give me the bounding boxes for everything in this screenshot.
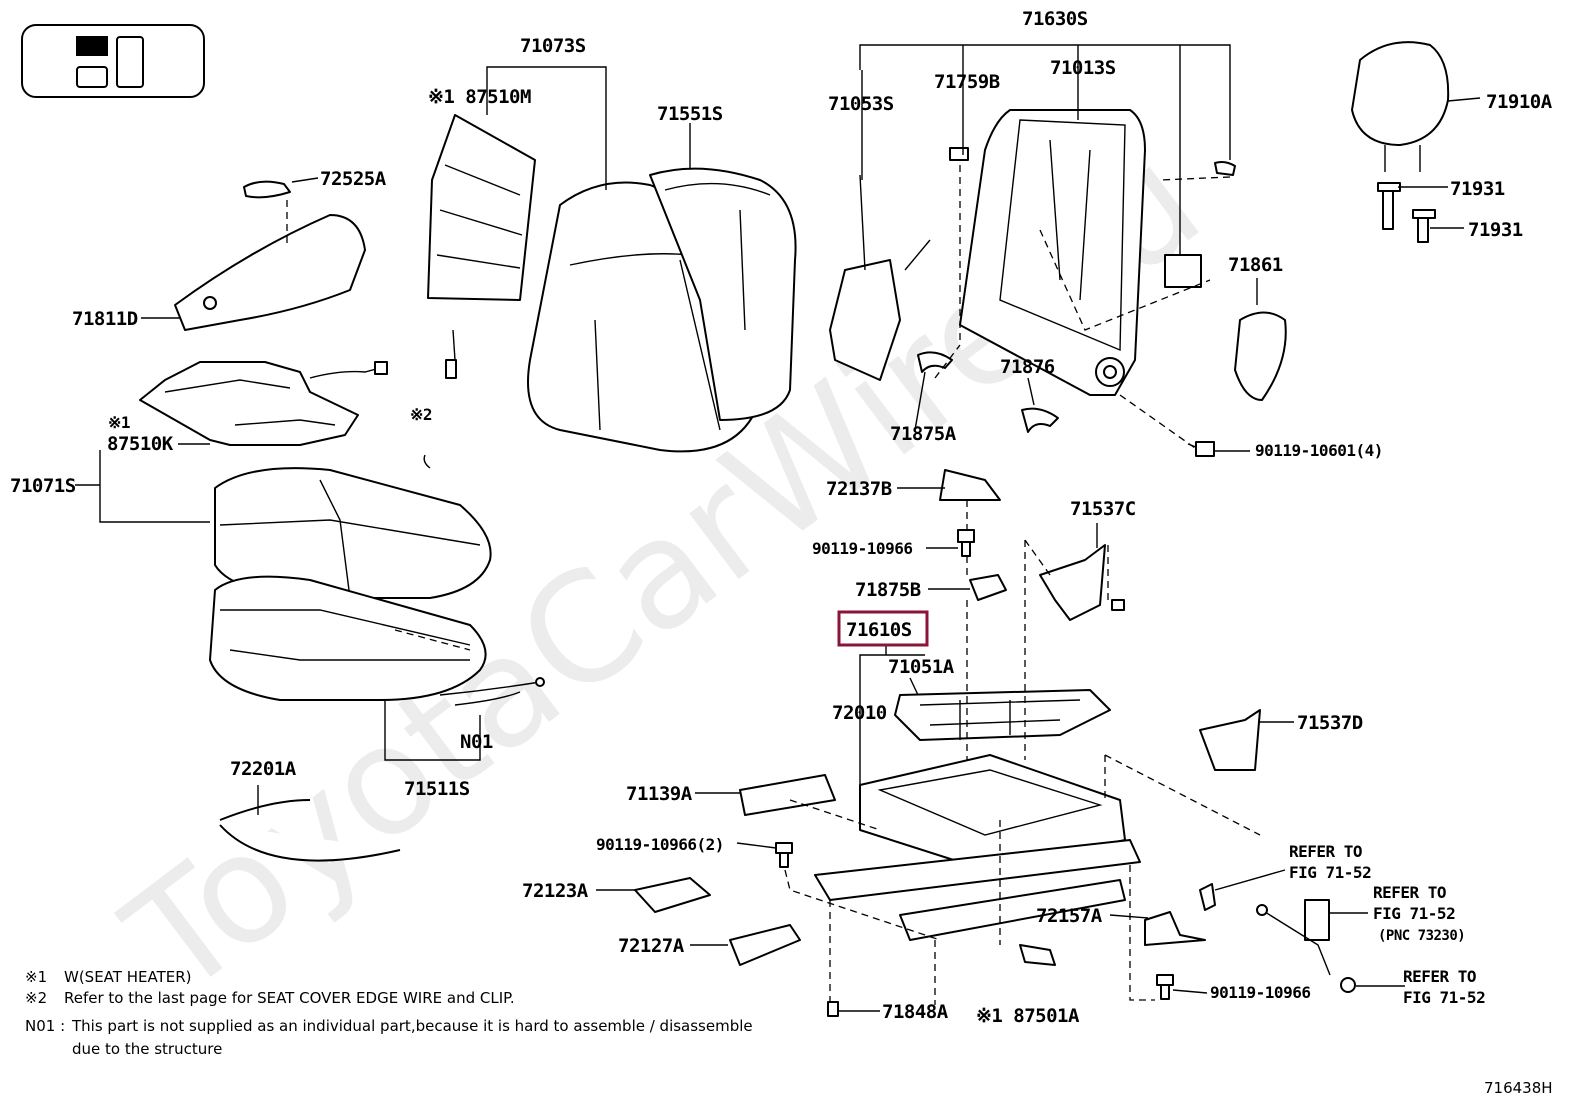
- cover-72137b-part[interactable]: [939, 469, 1001, 501]
- cover-72123a-part[interactable]: [634, 877, 711, 913]
- cover-72157a-part[interactable]: [1144, 911, 1206, 946]
- nut-part[interactable]: [1340, 977, 1356, 993]
- label-71537d[interactable]: 71537D: [1297, 712, 1363, 734]
- label-72525a[interactable]: 72525A: [320, 168, 387, 190]
- spring-71051a-part[interactable]: [894, 689, 1111, 741]
- label-87510k-mark: ※1: [108, 413, 130, 432]
- label-71910a[interactable]: 71910A: [1486, 91, 1553, 113]
- refer-3-line1[interactable]: REFER TO: [1403, 967, 1477, 986]
- label-72123a[interactable]: 72123A: [522, 880, 589, 902]
- bolt-90119-10601-part[interactable]: [1187, 441, 1215, 457]
- assembly-guide-lines: [286, 165, 1261, 1005]
- headrest-support-71931-lower-part[interactable]: [1412, 209, 1436, 243]
- wire-n01-part[interactable]: [439, 677, 545, 706]
- note2-text: Refer to the last page for SEAT COVER ED…: [64, 989, 515, 1007]
- clip-71630s-part[interactable]: [1214, 161, 1236, 176]
- edge-wire-72201a-part[interactable]: [219, 799, 401, 862]
- label-71511s[interactable]: 71511S: [404, 778, 470, 800]
- label-87510k[interactable]: 87510K: [107, 433, 174, 455]
- note1-text: W(SEAT HEATER): [64, 968, 191, 986]
- label-71876[interactable]: 71876: [1000, 356, 1055, 378]
- seat-position-icon: [21, 24, 205, 98]
- label-71848a[interactable]: 71848A: [882, 1001, 949, 1023]
- label-71630s[interactable]: 71630S: [1022, 8, 1088, 30]
- cover-71139a-part[interactable]: [739, 774, 836, 816]
- label-note2-mark: ※2: [410, 405, 432, 424]
- sensor-87501a-part[interactable]: [1019, 944, 1056, 966]
- connector-71630s-part[interactable]: [1164, 254, 1202, 288]
- label-71861[interactable]: 71861: [1228, 254, 1283, 276]
- label-72201a[interactable]: 72201A: [230, 758, 297, 780]
- side-cover-72525a-part[interactable]: [243, 180, 291, 199]
- label-87510m[interactable]: ※1 87510M: [428, 86, 531, 108]
- belt-anchor-part[interactable]: [1199, 883, 1216, 911]
- leader-lines: [75, 44, 1481, 1012]
- refer-2-line2[interactable]: FIG 71-52: [1373, 904, 1456, 923]
- cover-72127a-part[interactable]: [729, 924, 801, 966]
- label-90119-10601[interactable]: 90119-10601(4): [1255, 441, 1383, 460]
- label-90119-10966-upper[interactable]: 90119-10966: [812, 539, 913, 558]
- seatback-pad-71551s-part[interactable]: [649, 167, 797, 421]
- refer-3-line2[interactable]: FIG 71-52: [1403, 988, 1486, 1007]
- label-71931-lower[interactable]: 71931: [1468, 219, 1523, 241]
- refer-1-line1[interactable]: REFER TO: [1289, 842, 1363, 861]
- side-cover-71811d-part[interactable]: [174, 214, 366, 331]
- headrest-support-71931-upper-part[interactable]: [1377, 182, 1401, 230]
- buckle-part[interactable]: [1256, 899, 1331, 976]
- label-71875b[interactable]: 71875B: [855, 579, 921, 601]
- cover-71875b-part[interactable]: [969, 574, 1007, 601]
- label-71071s[interactable]: 71071S: [10, 475, 76, 497]
- label-71013s[interactable]: 71013S: [1050, 57, 1116, 79]
- bolt-90119-10966-lower-part[interactable]: [1156, 974, 1174, 1000]
- lumbar-support-71053s-part[interactable]: [829, 174, 931, 381]
- refer-2-pnc: (PNC 73230): [1378, 928, 1465, 944]
- highlight-box: [837, 610, 929, 647]
- hinge-cover-71876-part[interactable]: [1021, 407, 1059, 433]
- label-71139a[interactable]: 71139A: [626, 783, 693, 805]
- label-71051a[interactable]: 71051A: [888, 656, 955, 678]
- label-72010[interactable]: 72010: [832, 702, 887, 724]
- label-90119-10966-2[interactable]: 90119-10966(2): [596, 835, 724, 854]
- seat-heater-87510k-part[interactable]: [139, 361, 388, 446]
- label-72137b[interactable]: 72137B: [826, 478, 892, 500]
- note1-mark: ※1: [25, 968, 47, 986]
- headrest-71910a-part[interactable]: [1351, 41, 1450, 172]
- cover-71861-part[interactable]: [1234, 311, 1287, 401]
- label-71759b[interactable]: 71759B: [934, 71, 1000, 93]
- label-72127a[interactable]: 72127A: [618, 935, 685, 957]
- label-71610s[interactable]: 71610S: [846, 619, 912, 641]
- seat-cushion-pad-71511s-part[interactable]: [209, 575, 487, 701]
- screw-71537c-part[interactable]: [1111, 599, 1125, 611]
- label-71537c[interactable]: 71537C: [1070, 498, 1136, 520]
- label-71053s[interactable]: 71053S: [828, 93, 894, 115]
- bolt-90119-10966-2-part[interactable]: [775, 842, 793, 868]
- refer-1-line2[interactable]: FIG 71-52: [1289, 863, 1372, 882]
- label-71073s[interactable]: 71073S: [520, 35, 586, 57]
- seatback-frame-71630s-part[interactable]: [959, 109, 1146, 396]
- label-71811d[interactable]: 71811D: [72, 308, 138, 330]
- note2-mark: ※2: [25, 989, 47, 1007]
- seat-track-part[interactable]: [814, 839, 1141, 941]
- diagram-code: 716438H: [1484, 1079, 1553, 1097]
- cover-71537d-part[interactable]: [1199, 709, 1261, 771]
- label-90119-10966-lower[interactable]: 90119-10966: [1210, 983, 1311, 1002]
- note3-text-line1: This part is not supplied as an individu…: [71, 1017, 753, 1035]
- clip-71759b-part[interactable]: [949, 147, 969, 161]
- label-71875a[interactable]: 71875A: [890, 423, 957, 445]
- refer-2-line1[interactable]: REFER TO: [1373, 883, 1447, 902]
- bolt-90119-10966-upper-part[interactable]: [957, 529, 975, 557]
- clip-note2-part[interactable]: [423, 454, 431, 469]
- seatback-heater-87510m-part[interactable]: [427, 114, 536, 379]
- label-n01[interactable]: N01: [460, 731, 493, 753]
- label-87501a[interactable]: ※1 87501A: [976, 1005, 1080, 1027]
- clip-71848a-part[interactable]: [827, 1001, 839, 1017]
- label-71931-upper[interactable]: 71931: [1450, 178, 1505, 200]
- note3-text-line2: due to the structure: [72, 1040, 222, 1058]
- note3-mark: N01 :: [25, 1017, 65, 1035]
- footnotes: ※1 W(SEAT HEATER) ※2 Refer to the last p…: [25, 968, 753, 1058]
- label-71551s[interactable]: 71551S: [657, 103, 723, 125]
- label-72157a[interactable]: 72157A: [1036, 905, 1103, 927]
- cover-71537c-part[interactable]: [1039, 544, 1106, 621]
